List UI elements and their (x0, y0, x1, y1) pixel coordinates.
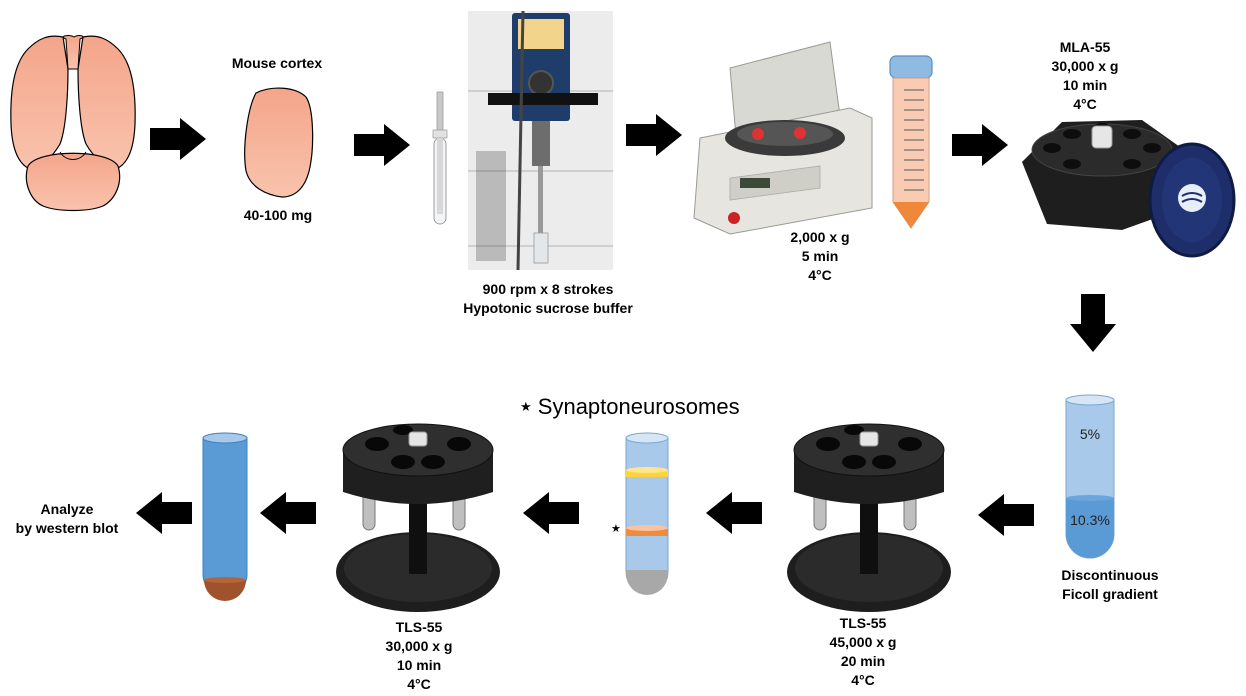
synaptoneurosome-star-icon: ★ (520, 399, 532, 414)
centrifuge-label: 2,000 x g 5 min 4°C (790, 229, 850, 283)
cortex-title: Mouse cortex (231, 55, 323, 71)
arrow-left-5 (136, 492, 192, 534)
band-star-icon: ★ (611, 523, 621, 535)
tls-rotor-left-label: TLS-55 30,000 x g 10 min 4°C (385, 619, 453, 692)
tls-rotor-right-label: TLS-55 45,000 x g 20 min 4°C (829, 615, 897, 688)
arrow-left-3 (523, 492, 579, 534)
mla-rotor-label: MLA-55 30,000 x g 10 min 4°C (1051, 39, 1119, 112)
analyze-label: Analyze by western blot (15, 501, 119, 536)
arrow-left-1 (978, 494, 1034, 536)
tls55-rotor-left (336, 423, 500, 612)
mouse-brain-illustration (10, 35, 136, 212)
gradient-lower-percent: 10.3% (1070, 512, 1110, 528)
benchtop-centrifuge-photo (693, 41, 873, 235)
arrow-right-4 (952, 124, 1008, 166)
pellet-tube (202, 432, 248, 601)
gradient-label: Discontinuous Ficoll gradient (1061, 567, 1159, 602)
arrow-right-3 (626, 114, 682, 156)
overhead-stirrer-photo (468, 10, 613, 271)
arrow-left-2 (706, 492, 762, 534)
synaptoneurosomes-text: Synaptoneurosomes (537, 394, 740, 419)
tls55-rotor-right (787, 423, 951, 612)
arrow-right-2 (354, 124, 410, 166)
cortex-mass: 40-100 mg (243, 207, 313, 223)
falcon-tube (889, 55, 933, 229)
synaptoneurosomes-title: ★ Synaptoneurosomes (520, 394, 740, 420)
glass-tube-pestle (432, 91, 448, 225)
ficoll-gradient-tube (1065, 394, 1115, 559)
mla55-rotor-illustration (1022, 120, 1236, 258)
arrow-right-1 (150, 118, 206, 160)
gradient-upper-percent: 5% (1079, 426, 1101, 442)
homogenizer-label: 900 rpm x 8 strokes Hypotonic sucrose bu… (463, 281, 633, 316)
cortex-tissue-illustration (244, 87, 314, 198)
arrow-down (1070, 294, 1116, 352)
arrow-left-4 (260, 492, 316, 534)
fractionated-tube (625, 432, 669, 595)
